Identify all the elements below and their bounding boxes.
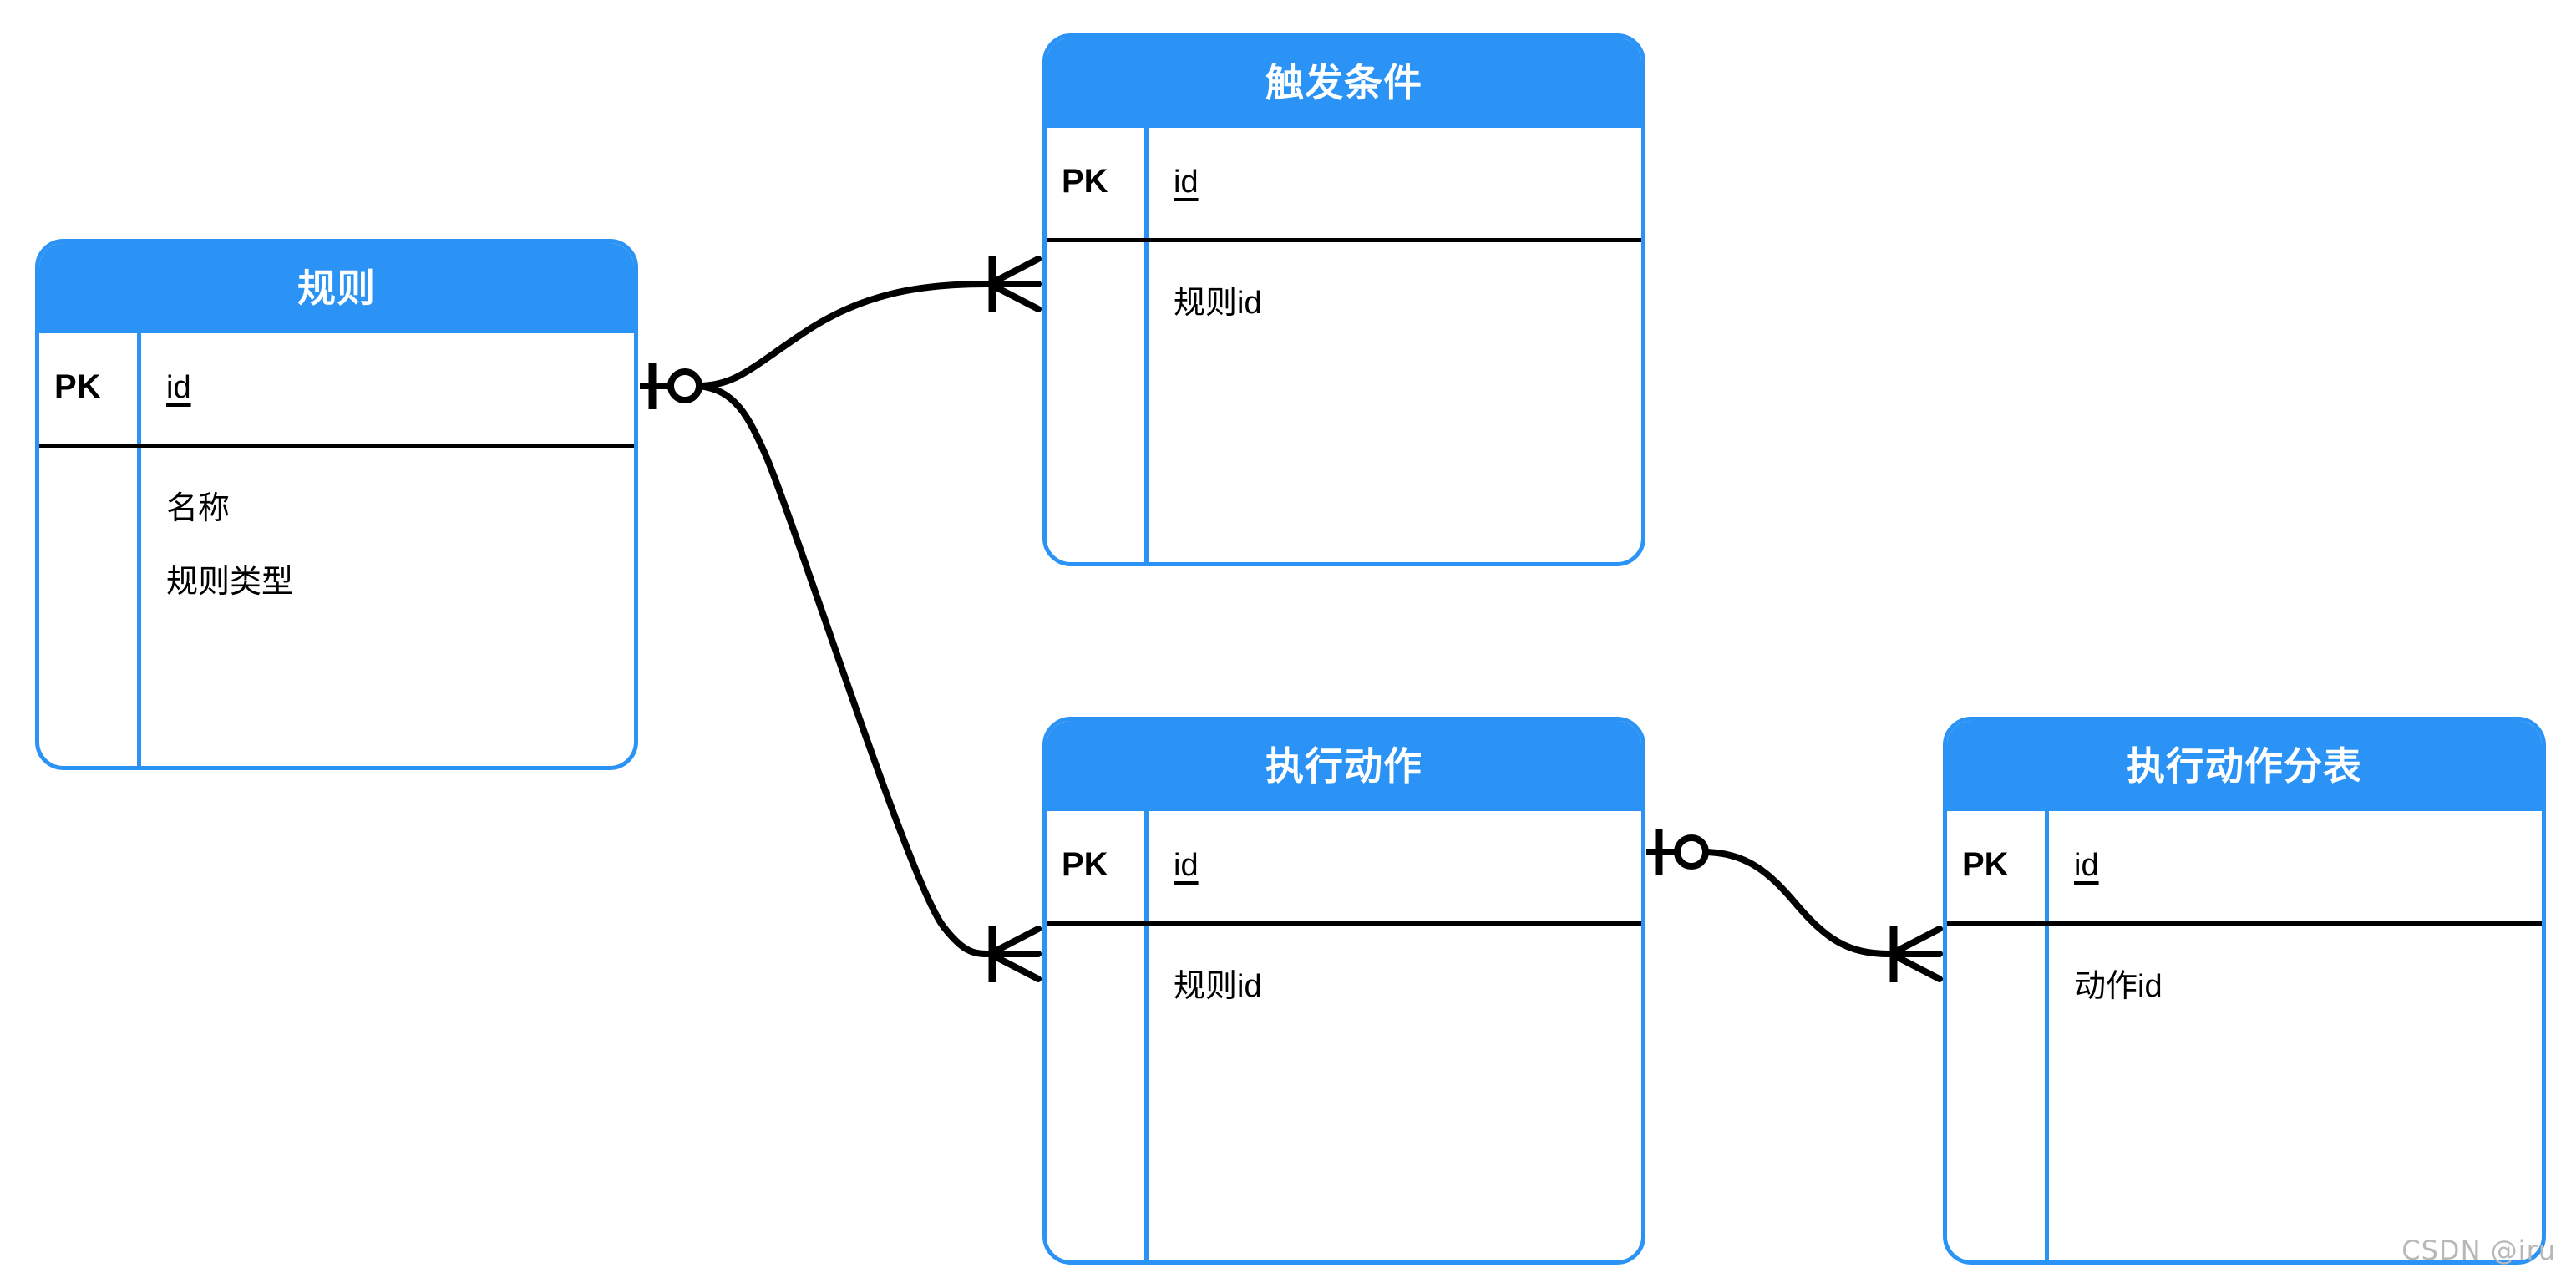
entity-trigger-condition-pk-label: PK	[1062, 163, 1108, 200]
entity-trigger-condition-body: PK id 规则id	[1047, 128, 1641, 562]
entity-rule-attribute-0: 名称	[166, 491, 231, 526]
entity-execute-action-shard[interactable]: 执行动作分表 PK id 动作id	[1943, 717, 2546, 1265]
entity-rule-attribute-id: id	[166, 370, 191, 405]
entity-execute-action-shard-title: 执行动作分表	[1947, 721, 2542, 811]
column-divider	[1144, 811, 1149, 1260]
watermark: CSDN @iru	[2401, 1235, 2556, 1266]
entity-trigger-condition[interactable]: 触发条件 PK id 规则id	[1042, 33, 1645, 566]
one-and-only-one-icon-rule	[640, 363, 702, 409]
entity-execute-action-shard-body: PK id 动作id	[1947, 811, 2542, 1260]
entity-execute-action[interactable]: 执行动作 PK id 规则id	[1042, 717, 1645, 1265]
key-separator-line	[39, 444, 634, 448]
relationship-action-to-shard[interactable]	[1646, 829, 1943, 982]
relationship-rule-to-trigger[interactable]	[695, 256, 1042, 389]
key-separator-line	[1047, 921, 1641, 926]
crows-foot-icon-action	[986, 926, 1042, 982]
column-divider	[137, 333, 141, 766]
entity-execute-action-title: 执行动作	[1047, 721, 1641, 811]
entity-execute-action-shard-pk-label: PK	[1962, 846, 2009, 883]
entity-execute-action-pk-label: PK	[1062, 846, 1108, 883]
entity-rule-body: PK id 名称 规则类型	[39, 333, 634, 766]
key-separator-line	[1947, 921, 2542, 926]
entity-execute-action-attribute-id: id	[1174, 848, 1199, 883]
key-separator-line	[1047, 238, 1641, 242]
one-and-only-one-icon-action	[1646, 829, 1709, 875]
entity-rule-pk-label: PK	[54, 368, 101, 405]
entity-execute-action-attribute-0: 规则id	[1174, 969, 1262, 1004]
crows-foot-icon-shard	[1888, 926, 1943, 982]
entity-trigger-condition-attribute-0: 规则id	[1174, 286, 1262, 321]
entity-execute-action-body: PK id 规则id	[1047, 811, 1641, 1260]
entity-rule-title: 规则	[39, 243, 634, 333]
entity-rule-attribute-1: 规则类型	[166, 565, 294, 600]
column-divider	[1144, 128, 1149, 562]
entity-trigger-condition-attribute-id: id	[1174, 165, 1199, 200]
entity-execute-action-shard-attribute-id: id	[2074, 848, 2099, 883]
relationship-rule-to-action[interactable]	[695, 383, 1042, 982]
entity-rule[interactable]: 规则 PK id 名称 规则类型	[35, 239, 638, 770]
entity-trigger-condition-title: 触发条件	[1047, 38, 1641, 128]
crows-foot-icon-trigger	[986, 256, 1042, 312]
entity-execute-action-shard-attribute-0: 动作id	[2074, 969, 2163, 1004]
column-divider	[2045, 811, 2049, 1260]
